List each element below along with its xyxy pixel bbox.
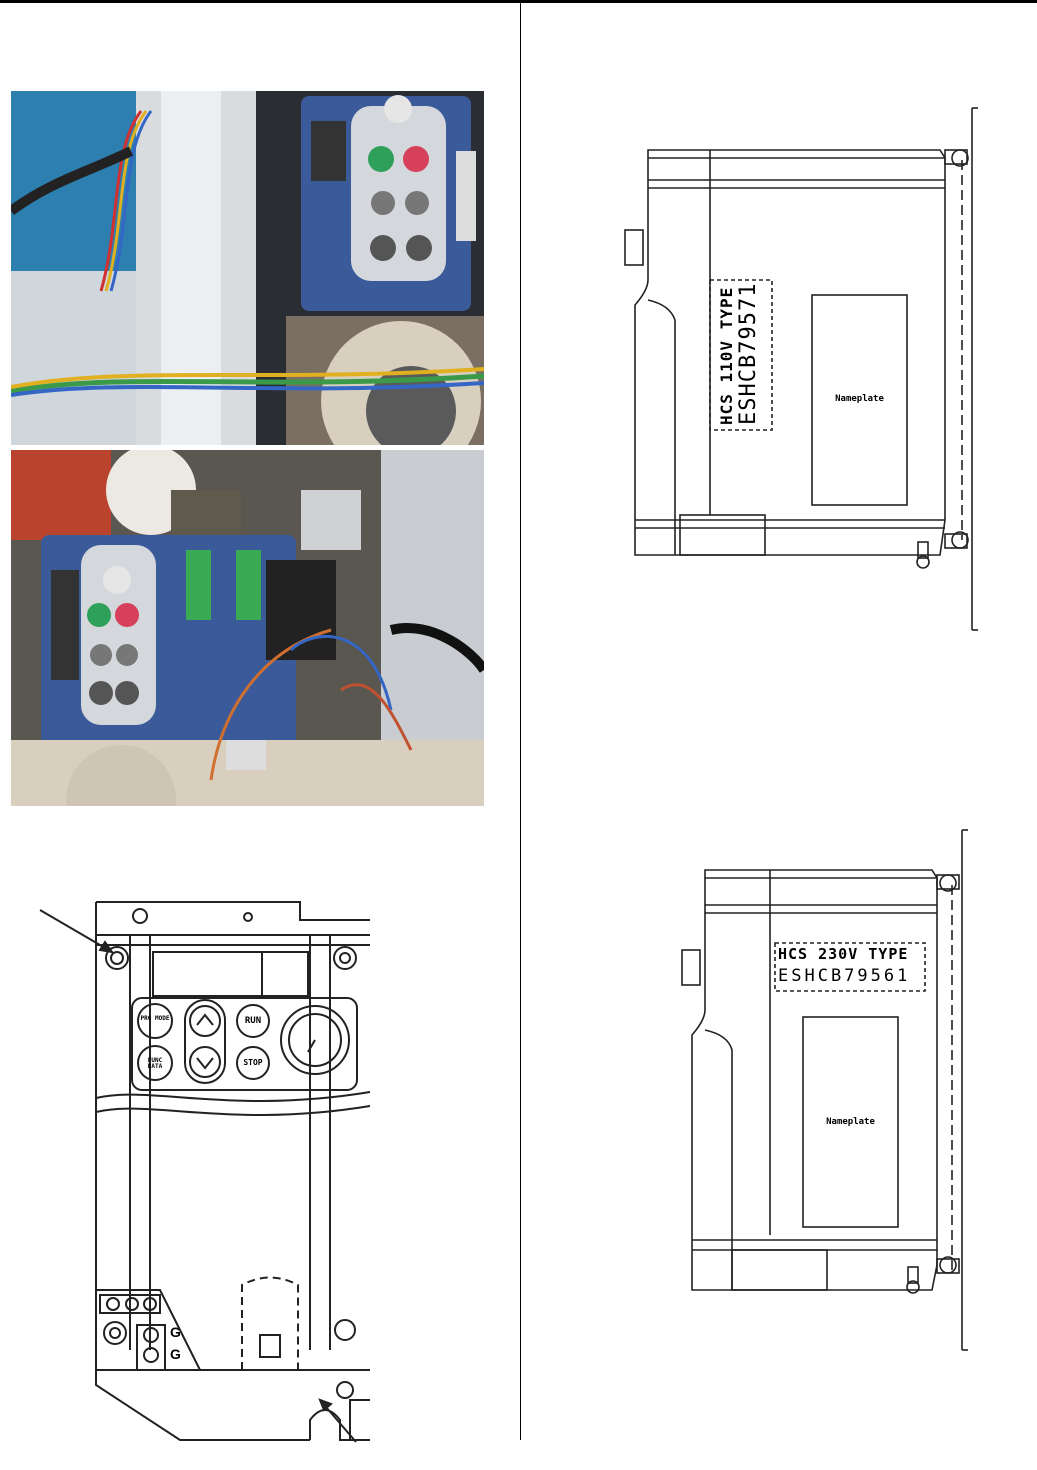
btn-stop-label: STOP <box>243 1058 263 1067</box>
label-230v-line2: ESHCB79561 <box>778 966 911 986</box>
btn-prg-label: PRG MODE <box>140 1015 170 1022</box>
knob-icon <box>280 1005 350 1075</box>
btn-func-label: FUNC DATA <box>147 1057 163 1070</box>
up-arrow-icon <box>196 1013 214 1026</box>
photo-drive-mounted <box>11 91 484 445</box>
side-view-110v-drawing: HCS 110V TYPE ESHCB79571 Nameplate <box>600 100 1000 640</box>
top-rule <box>0 0 1037 3</box>
side-view-230v-drawing: HCS 230V TYPE ESHCB79561 Nameplate <box>660 825 1000 1360</box>
ground-label-1: G <box>170 1324 181 1340</box>
photo-drive-wiring <box>11 450 484 806</box>
nameplate-110v: Nameplate <box>835 394 884 404</box>
drive-front-view-drawing: PRG MODE FUNC DATA RUN STOP G G <box>0 880 520 1443</box>
down-arrow-icon <box>196 1057 214 1070</box>
label-110v-line2: ESHCB79571 <box>736 282 761 425</box>
btn-run-label: RUN <box>244 1016 262 1026</box>
ground-label-2: G <box>170 1346 181 1362</box>
column-divider <box>520 0 521 1440</box>
label-230v-line1: HCS 230V TYPE <box>778 945 909 963</box>
nameplate-230v: Nameplate <box>826 1117 875 1127</box>
label-110v-line1: HCS 110V TYPE <box>717 286 736 425</box>
label-110v: HCS 110V TYPE ESHCB79571 <box>717 275 777 425</box>
